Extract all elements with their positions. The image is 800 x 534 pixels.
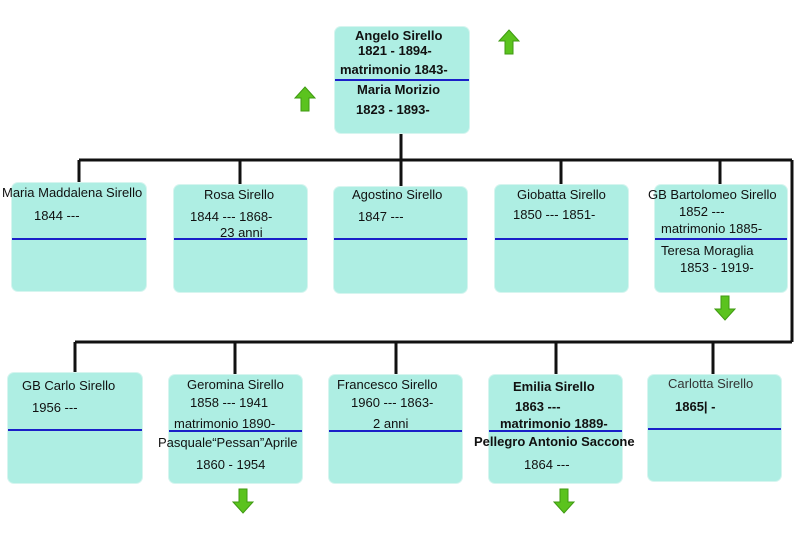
person-name: GB Carlo Sirello <box>22 378 116 393</box>
separator <box>648 428 781 430</box>
separator <box>334 238 467 240</box>
person-years: 1865| - <box>675 399 716 414</box>
person-years: 1956 --- <box>32 400 78 415</box>
person-name: Rosa Sirello <box>204 187 275 202</box>
arrow-down-icon[interactable] <box>232 488 254 514</box>
person-name: Agostino Sirello <box>352 187 443 202</box>
person-years: 1850 --- 1851- <box>513 207 596 222</box>
person-box-giobatta[interactable]: Giobatta Sirello 1850 --- 1851- <box>495 185 628 292</box>
person-box-gb-bartolomeo[interactable]: GB Bartolomeo Sirello 1852 --- matrimoni… <box>648 185 787 292</box>
root-years: 1821 - 1894- <box>358 43 432 58</box>
root-person-box[interactable]: Angelo Sirello 1821 - 1894- matrimonio 1… <box>335 27 469 133</box>
arrow-up-icon[interactable] <box>294 86 316 112</box>
person-name: Giobatta Sirello <box>517 187 606 202</box>
person-marriage: matrimonio 1889- <box>500 416 608 431</box>
arrow-up-icon[interactable] <box>498 29 520 55</box>
person-name: Geromina Sirello <box>187 377 284 392</box>
person-box-carlotta[interactable]: Carlotta Sirello 1865| - <box>648 375 781 481</box>
person-name: Francesco Sirello <box>337 377 438 392</box>
root-marriage: matrimonio 1843- <box>340 62 448 77</box>
person-box-emilia[interactable]: Emilia Sirello 1863 --- matrimonio 1889-… <box>474 375 635 483</box>
person-marriage: matrimonio 1890- <box>174 416 276 431</box>
person-years: 1960 --- 1863- <box>351 395 434 410</box>
person-years: 1844 --- 1868- <box>190 209 273 224</box>
separator <box>174 238 307 240</box>
person-years: 1852 --- <box>679 204 725 219</box>
person-years: 1863 --- <box>515 399 561 414</box>
person-box-gb-carlo[interactable]: GB Carlo Sirello 1956 --- <box>8 373 142 483</box>
spouse-name: Pellegro Antonio Saccone <box>474 434 635 449</box>
person-years: 1844 --- <box>34 208 80 223</box>
person-age: 2 anni <box>373 416 409 431</box>
person-box-agostino[interactable]: Agostino Sirello 1847 --- <box>334 187 467 293</box>
person-name: Carlotta Sirello <box>668 376 754 391</box>
person-box-maria-maddalena[interactable] <box>12 183 146 291</box>
person-age: 23 anni <box>220 225 263 240</box>
person-name: Emilia Sirello <box>513 379 595 394</box>
separator <box>495 238 628 240</box>
person-box-geromina[interactable]: Geromina Sirello 1858 --- 1941 matrimoni… <box>158 375 302 483</box>
spouse-years: 1864 --- <box>524 457 570 472</box>
root-separator <box>335 79 469 81</box>
root-spouse-name: Maria Morizio <box>357 82 441 97</box>
spouse-years: 1853 - 1919- <box>680 260 754 275</box>
arrow-down-icon[interactable] <box>714 295 736 321</box>
root-spouse-years: 1823 - 1893- <box>356 102 430 117</box>
person-name: GB Bartolomeo Sirello <box>648 187 777 202</box>
separator <box>12 238 146 240</box>
separator <box>655 238 787 240</box>
person-marriage: matrimonio 1885- <box>661 221 763 236</box>
separator <box>8 429 142 431</box>
arrow-down-icon[interactable] <box>553 488 575 514</box>
person-box-rosa[interactable]: Rosa Sirello 1844 --- 1868- 23 anni <box>174 185 307 292</box>
root-name: Angelo Sirello <box>355 28 443 43</box>
separator <box>489 430 622 432</box>
spouse-name: Teresa Moraglia <box>661 243 754 258</box>
spouse-years: 1860 - 1954 <box>196 457 266 472</box>
separator <box>169 430 302 432</box>
separator <box>329 430 462 432</box>
spouse-name: Pasquale“Pessan”Aprile <box>158 435 298 450</box>
person-name: Maria Maddalena Sirello <box>2 185 143 200</box>
person-years: 1847 --- <box>358 209 404 224</box>
person-box-francesco[interactable]: Francesco Sirello 1960 --- 1863- 2 anni <box>329 375 462 483</box>
person-years: 1858 --- 1941 <box>190 395 269 410</box>
